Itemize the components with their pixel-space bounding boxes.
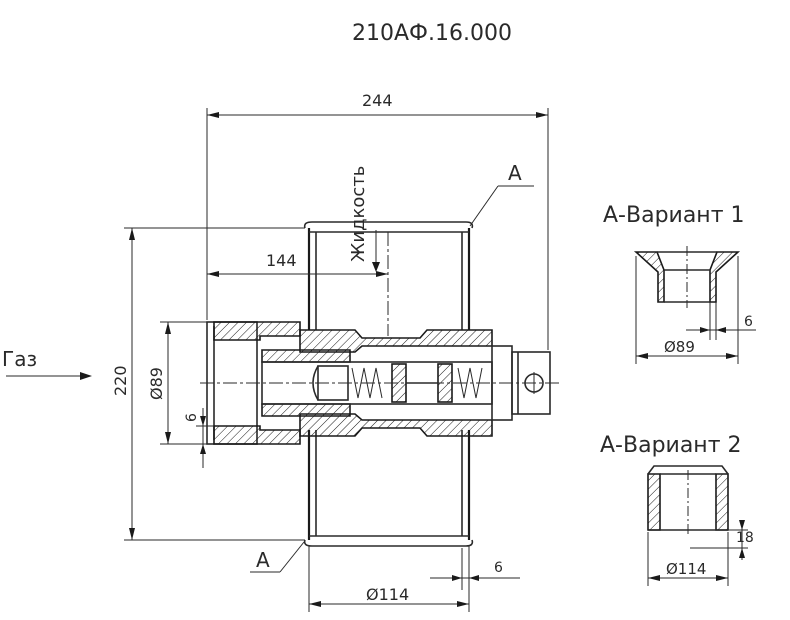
- dim-220: 220: [111, 365, 130, 396]
- drawing-title: 210АФ.16.000: [352, 21, 512, 46]
- gas-label: Газ: [2, 347, 37, 371]
- variant-1-detail: А-Вариант 1 Ø89 6: [603, 203, 756, 364]
- dim-inlet-wall: 6: [184, 413, 200, 422]
- gas-flow: Газ: [2, 347, 92, 380]
- v1-diameter: Ø89: [664, 338, 695, 356]
- dim-144: 144: [266, 251, 297, 270]
- dim-pipe-diameter: Ø114: [366, 585, 409, 604]
- dim-overall-width: 244: [206, 91, 549, 350]
- dim-offset: 144: [207, 251, 388, 277]
- callout-A-top-label: А: [508, 161, 522, 185]
- callout-A-bottom-label: А: [256, 548, 270, 572]
- variant-2-title: А-Вариант 2: [600, 433, 742, 458]
- dim-inlet: Ø89 6: [147, 321, 214, 468]
- dim-inlet-diameter: Ø89: [147, 367, 166, 400]
- main-pipe: [303, 221, 474, 547]
- variant-2-detail: А-Вариант 2 Ø114 18: [600, 433, 754, 586]
- dim-height: 220: [111, 227, 305, 541]
- dim-pipe-wall: 6: [494, 560, 503, 576]
- cartridge-body: [200, 329, 560, 437]
- dim-244: 244: [362, 91, 393, 110]
- variant-1-title: А-Вариант 1: [603, 203, 745, 228]
- v1-wall: 6: [744, 314, 753, 330]
- callout-A-top: А: [469, 161, 534, 227]
- dim-pipe: Ø114 6: [308, 546, 520, 612]
- callout-A-bottom: А: [250, 541, 305, 573]
- liquid-label: Жидкость: [348, 166, 369, 262]
- v2-diameter: Ø114: [666, 560, 706, 578]
- liquid-flow: Жидкость: [348, 166, 389, 336]
- v2-height: 18: [736, 530, 754, 546]
